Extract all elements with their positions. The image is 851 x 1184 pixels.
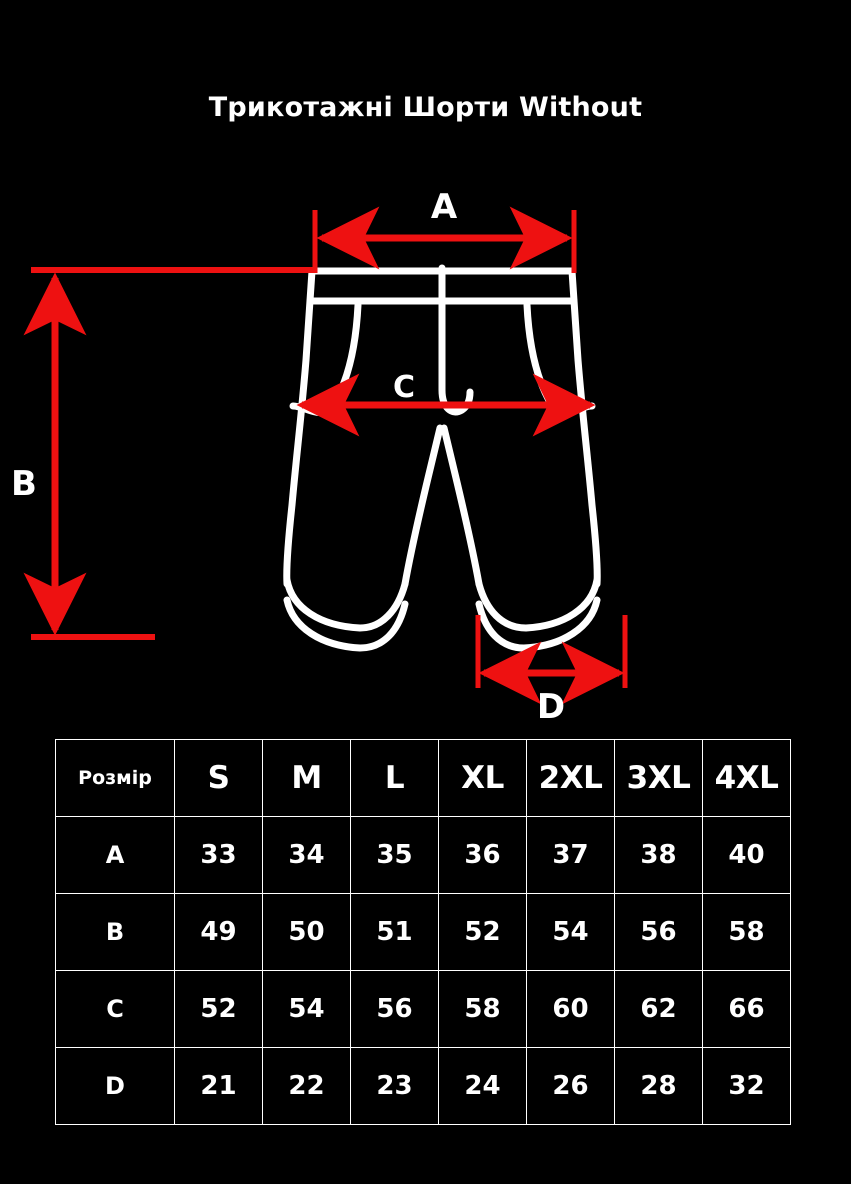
cell-d-4xl: 32 — [702, 1047, 791, 1125]
cell-b-3xl: 56 — [614, 893, 703, 971]
cell-c-xl: 58 — [438, 970, 527, 1048]
header-size-xl: XL — [438, 739, 527, 817]
cell-a-3xl: 38 — [614, 816, 703, 894]
row-label-b: B — [55, 893, 175, 971]
table-row: A 33 34 35 36 37 38 40 — [55, 816, 791, 894]
table-row: C 52 54 56 58 60 62 66 — [55, 970, 791, 1048]
left-hem-lower — [283, 596, 409, 652]
cell-c-4xl: 66 — [702, 970, 791, 1048]
header-size-s: S — [174, 739, 263, 817]
right-hem-upper — [475, 576, 601, 632]
cell-b-xl: 52 — [438, 893, 527, 971]
cell-a-2xl: 37 — [526, 816, 615, 894]
label-b: B — [11, 464, 37, 504]
header-size-3xl: 3XL — [614, 739, 703, 817]
measurement-annotations — [23, 206, 628, 705]
cell-d-xl: 24 — [438, 1047, 527, 1125]
size-table: Розмір S M L XL 2XL 3XL 4XL A 33 34 35 3… — [55, 739, 791, 1125]
measure-d — [475, 615, 628, 705]
row-label-c: C — [55, 970, 175, 1048]
measure-a — [312, 206, 577, 273]
shorts-outline — [283, 264, 601, 652]
cell-b-4xl: 58 — [702, 893, 791, 971]
cell-a-m: 34 — [262, 816, 351, 894]
cell-b-m: 50 — [262, 893, 351, 971]
cell-d-l: 23 — [350, 1047, 439, 1125]
measure-b — [23, 267, 315, 640]
cell-d-s: 21 — [174, 1047, 263, 1125]
cell-a-l: 35 — [350, 816, 439, 894]
cell-b-s: 49 — [174, 893, 263, 971]
table-row: B 49 50 51 52 54 56 58 — [55, 893, 791, 971]
cell-c-3xl: 62 — [614, 970, 703, 1048]
cell-d-m: 22 — [262, 1047, 351, 1125]
header-size-4xl: 4XL — [702, 739, 791, 817]
cell-a-s: 33 — [174, 816, 263, 894]
cell-c-2xl: 60 — [526, 970, 615, 1048]
measurement-labels: A B C D — [11, 187, 565, 727]
label-c: C — [393, 370, 415, 405]
cell-b-l: 51 — [350, 893, 439, 971]
shorts-measurement-diagram: A B C D — [0, 160, 851, 740]
header-size-label: Розмір — [55, 739, 175, 817]
crotch-left — [401, 424, 444, 588]
cell-c-m: 54 — [262, 970, 351, 1048]
table-header-row: Розмір S M L XL 2XL 3XL 4XL — [55, 739, 791, 817]
label-a: A — [431, 187, 458, 227]
cell-c-s: 52 — [174, 970, 263, 1048]
left-hem-upper — [283, 576, 409, 632]
label-d: D — [537, 687, 565, 727]
cell-a-4xl: 40 — [702, 816, 791, 894]
left-side-seam — [283, 267, 316, 588]
header-size-2xl: 2XL — [526, 739, 615, 817]
header-size-m: M — [262, 739, 351, 817]
crotch-right — [440, 424, 483, 588]
right-side-seam — [568, 267, 601, 588]
row-label-d: D — [55, 1047, 175, 1125]
cell-d-3xl: 28 — [614, 1047, 703, 1125]
cell-d-2xl: 26 — [526, 1047, 615, 1125]
row-label-a: A — [55, 816, 175, 894]
table-row: D 21 22 23 24 26 28 32 — [55, 1047, 791, 1125]
cell-b-2xl: 54 — [526, 893, 615, 971]
cell-c-l: 56 — [350, 970, 439, 1048]
cell-a-xl: 36 — [438, 816, 527, 894]
header-size-l: L — [350, 739, 439, 817]
page-title: Трикотажні Шорти Without — [208, 92, 643, 123]
